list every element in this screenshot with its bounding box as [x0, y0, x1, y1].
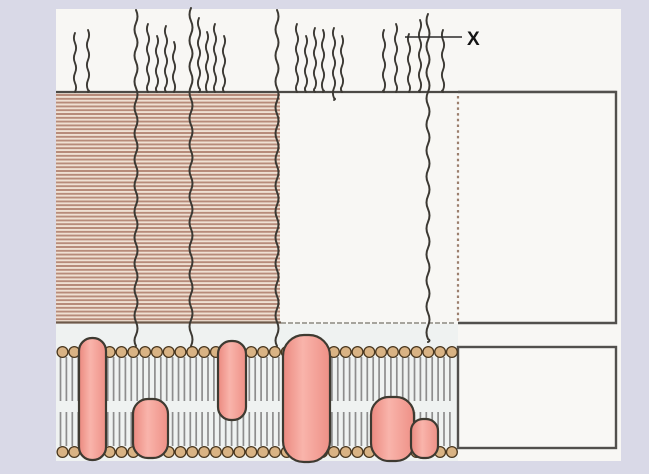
phospholipid-head: [56, 445, 69, 459]
carbohydrate-chain: [440, 29, 446, 93]
phospholipid-head: [221, 445, 234, 459]
membrane-protein: [281, 333, 332, 464]
phospholipid-head: [162, 345, 175, 359]
phospholipid-head: [245, 445, 258, 459]
membrane-protein: [216, 339, 248, 422]
carbohydrate-chain: [320, 29, 326, 93]
phospholipid-head: [174, 445, 187, 459]
membrane-protein: [369, 395, 416, 463]
carbohydrate-chain: [406, 33, 412, 93]
carbohydrate-chain: [312, 27, 318, 93]
carbohydrate-chain: [163, 25, 169, 93]
membrane-protein: [131, 397, 170, 460]
phospholipid-head: [115, 445, 128, 459]
phospholipid-head: [410, 345, 423, 359]
phospholipid-head: [375, 345, 388, 359]
phospholipid-head: [445, 345, 458, 359]
phospholipid-head: [268, 445, 281, 459]
phospholipid-head: [268, 345, 281, 359]
carbohydrate-chain: [303, 35, 309, 93]
carbohydrate-chain-long: [133, 9, 139, 347]
carbohydrate-chain: [221, 35, 227, 93]
phospholipid-head: [339, 345, 352, 359]
answer-box-top-right: [458, 92, 616, 323]
phospholipid-head: [422, 345, 435, 359]
phospholipid-head: [115, 345, 128, 359]
phospholipid-head: [257, 345, 270, 359]
phospholipid-head: [327, 445, 340, 459]
answer-box-top-right-border: [458, 90, 618, 325]
carbohydrate-chain: [331, 27, 337, 101]
carbohydrate-chain: [72, 32, 78, 93]
phospholipid-head: [351, 345, 364, 359]
phospholipid-head: [233, 445, 246, 459]
generated-diagram-shapes: [56, 7, 618, 464]
label-x: X: [467, 29, 480, 50]
phospholipid-head: [186, 445, 199, 459]
membrane-protein: [409, 417, 440, 460]
carbohydrate-chain: [204, 31, 210, 93]
phospholipid-head: [139, 345, 152, 359]
phospholipid-head: [398, 345, 411, 359]
phospholipid-head: [186, 345, 199, 359]
carbohydrate-chain: [154, 35, 160, 93]
carbohydrate-chain: [381, 29, 387, 93]
phospholipid-head: [127, 345, 140, 359]
phospholipid-head: [150, 345, 163, 359]
phospholipid-head: [386, 345, 399, 359]
phospholipid-head: [174, 345, 187, 359]
phospholipid-head: [351, 445, 364, 459]
carbohydrate-chain-long: [188, 7, 194, 347]
carbohydrate-chain: [393, 23, 399, 93]
phospholipid-head: [198, 345, 211, 359]
carbohydrate-chain: [171, 41, 177, 93]
carbohydrate-chain-long: [274, 9, 280, 347]
phospholipid-head: [245, 345, 258, 359]
phospholipid-head: [339, 445, 352, 459]
phospholipid-head: [198, 445, 211, 459]
carbohydrate-chain-long: [425, 13, 431, 343]
answer-box-bottom-right: [456, 345, 618, 450]
phospholipid-head: [363, 345, 376, 359]
phospholipid-head: [257, 445, 270, 459]
phospholipid-head: [56, 345, 69, 359]
phospholipid-head: [209, 445, 222, 459]
phospholipid-head: [434, 345, 447, 359]
carbohydrate-chain: [145, 23, 151, 93]
carbohydrate-chain: [212, 23, 218, 93]
membrane-protein: [77, 336, 108, 462]
carbohydrate-chain: [417, 19, 423, 93]
carbohydrate-chain: [196, 17, 202, 93]
phospholipid-head: [445, 445, 458, 459]
carbohydrate-chain: [339, 35, 345, 93]
carbohydrate-chain: [294, 23, 300, 93]
carbohydrate-chain: [85, 29, 91, 93]
